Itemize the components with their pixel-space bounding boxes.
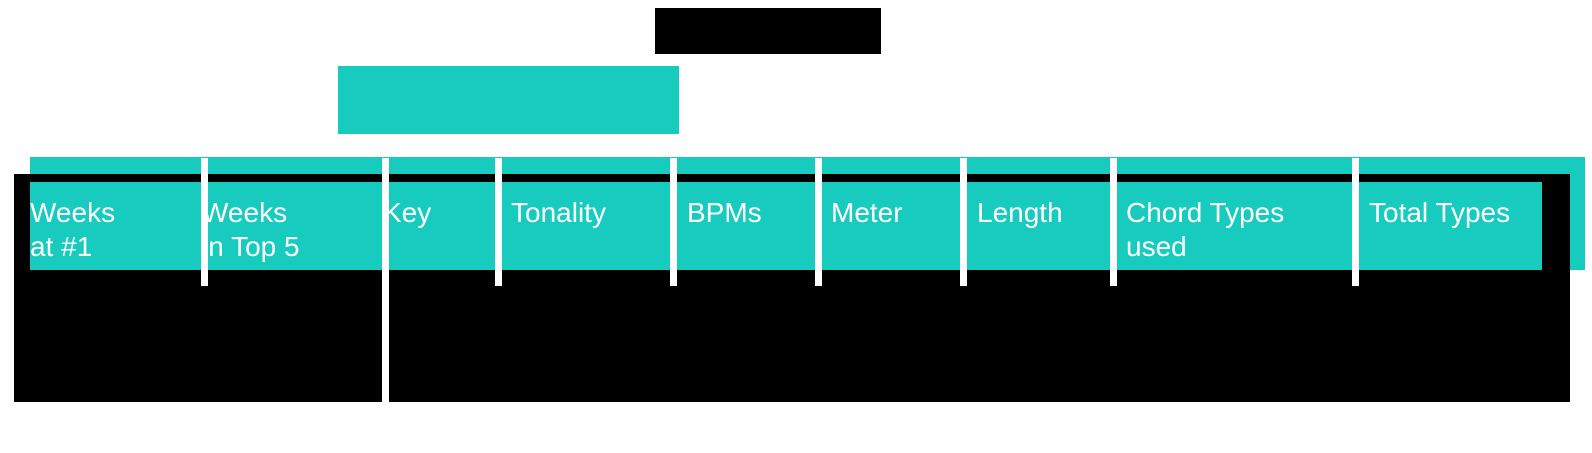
column-divider (815, 158, 822, 286)
title-area: REDACTED REDACTED (0, 0, 1592, 150)
page-subtitle: REDACTED (338, 66, 680, 134)
column-header-weeks-in-top-5[interactable]: Weeks in Top 5 (202, 197, 300, 262)
table-header-row: Weeks at #1 Weeks in Top 5 Key Tonality BPMs… (30, 182, 1542, 270)
column-divider (1352, 158, 1359, 286)
column-header-tonality[interactable]: Tonality (511, 197, 606, 228)
column-divider (382, 158, 389, 408)
column-divider (670, 158, 677, 286)
column-header-meter[interactable]: Meter (831, 197, 903, 228)
column-header-length[interactable]: Length (977, 197, 1063, 228)
column-divider (495, 158, 502, 286)
column-header-bpms[interactable]: BPMs (687, 197, 762, 228)
column-divider (201, 158, 208, 286)
table-body (14, 270, 1570, 402)
data-table: Weeks at #1 Weeks in Top 5 Key Tonality BPMs… (0, 140, 1592, 430)
column-header-key[interactable]: Key (383, 197, 432, 228)
column-divider (1110, 158, 1117, 286)
column-divider (960, 158, 967, 286)
column-header-total-types[interactable]: Total Types (1369, 197, 1511, 228)
column-header-weeks-at-1[interactable]: Weeks at #1 (30, 197, 116, 262)
page-title: REDACTED (655, 8, 882, 54)
column-header-chord-types-used[interactable]: Chord Types used (1126, 197, 1285, 262)
